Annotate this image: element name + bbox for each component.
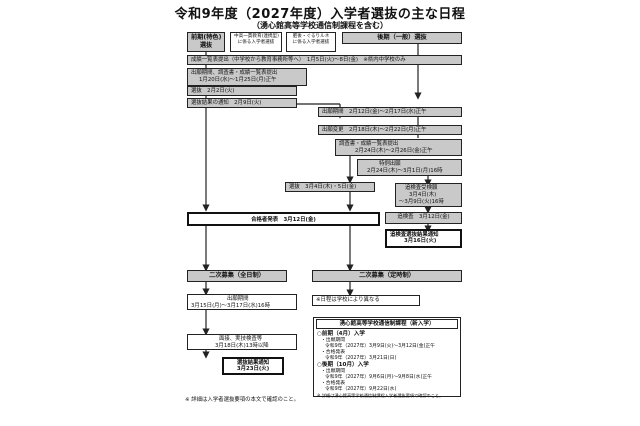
- special-apply-label: 特例出願: [379, 161, 401, 167]
- info-line: 令和9年（2027年）3月21日(日): [325, 356, 397, 361]
- retest-result-date: 3月16日(火): [404, 238, 437, 244]
- retest-result-label: 追検査選抜結果通知: [390, 232, 439, 238]
- early-result-step: 選抜結果の通知 2月9日(火): [187, 98, 297, 108]
- info-line: 令和9年（2027年）3月9日(火)～3月12日(金)正午: [325, 344, 435, 349]
- second-result-date: 3月23日(火): [236, 366, 270, 372]
- interview-label: 面接、実技検査等: [219, 336, 263, 342]
- interview-date: 3月18日(木)13時以降: [215, 343, 269, 349]
- early-apply-step: 出願期間、調査書・成績一覧表提出 1月20日(水)～1月25日(月)正午: [187, 68, 307, 86]
- grades-submission-step: 成績一覧表提出（中学校から教育事務所等へ） 1月5日(火)～8日(金) ※県内中…: [187, 55, 462, 65]
- retest-apply-step: 追検査受検願 3月4日(木) ～3月9日(火)16時: [395, 183, 462, 207]
- second-apply-dates: 3月15日(月)～3月17日(水)16時: [191, 303, 270, 309]
- late-docs-dates: 2月24日(木)～2月26日(金)正午: [355, 148, 433, 154]
- second-result-step: 選抜結果通知 3月23日(火): [222, 357, 284, 375]
- info-line: 令和9年（2027年）9月6日(月)～9月8日(水)正午: [325, 375, 432, 380]
- retest-result-step: 追検査選抜結果通知 3月16日(火): [385, 229, 462, 248]
- correspondence-info-heading: 湧心館高等学校通信制課程（新入学）: [316, 319, 458, 329]
- second-result-label: 選抜結果通知: [236, 360, 270, 366]
- footnote: ※ 詳細は入学者選抜要項の本文で確認のこと。: [185, 397, 300, 403]
- second-full-time-header: 二次募集（全日制）: [187, 270, 287, 282]
- correspondence-info-box: [313, 317, 461, 397]
- special-apply-step: 特例出願 2月24日(木)～3月1日(月)16時: [357, 159, 462, 176]
- early-selection-header: 前期(特色) 選抜: [187, 32, 225, 52]
- info-line: ・出願期間: [321, 338, 345, 343]
- retest-apply-label: 追検査受検願: [405, 185, 438, 191]
- info-line: ○前期（4月）入学: [317, 331, 365, 337]
- late-exam-step: 選抜 3月4日(木)・5日(金): [285, 182, 375, 192]
- page-subtitle: （湧心館高等学校通信制課程を含む）: [252, 21, 388, 30]
- late-selection-header: 後期（一般）選抜: [342, 32, 462, 44]
- late-apply-step: 出願期間 2月12日(金)～2月17日(水)正午: [318, 107, 462, 117]
- retest-apply-dates: 3月4日(木): [409, 192, 437, 198]
- page-title: 令和9年度（2027年度）入学者選抜の主な日程: [174, 7, 466, 22]
- integrated-selection-header: 中高一貫教育(連携型) に係る入学者選抜: [230, 32, 282, 52]
- late-docs-step: 調査書・成績一覧表提出 2月24日(木)～2月26日(金)正午: [335, 139, 462, 156]
- early-apply-label: 出願期間、調査書・成績一覧表提出: [191, 70, 278, 76]
- retest-apply-dates-end: ～3月9日(火)16時: [399, 199, 444, 205]
- second-apply-label: 出願期間: [227, 296, 249, 302]
- special-apply-dates: 2月24日(木)～3月1日(月)16時: [367, 168, 443, 174]
- info-line: ※ 詳細は湧心館高等学校通信制課程入学者選抜要項で確認のこと。: [317, 393, 444, 398]
- higo-selection-header: 肥後・ぐるりルネ に係る入学者選抜: [286, 32, 336, 52]
- interview-step: 面接、実技検査等 3月18日(木)13時以降: [187, 334, 297, 350]
- second-part-time-header: 二次募集（定時制）: [312, 270, 462, 282]
- info-line: ・合格発表: [321, 350, 345, 355]
- info-line: ・出願期間: [321, 369, 345, 374]
- late-change-step: 出願変更 2月18日(木)～2月22日(月)正午: [318, 125, 462, 135]
- retest-step: 追検査 3月12日(金): [385, 212, 462, 224]
- second-apply-step: 出願期間 3月15日(月)～3月17日(水)16時: [187, 294, 297, 310]
- early-apply-dates: 1月20日(水)～1月25日(月)正午: [199, 77, 277, 83]
- info-line: ○後期（10月）入学: [317, 362, 369, 368]
- late-docs-label: 調査書・成績一覧表提出: [339, 141, 399, 147]
- second-part-note: ※日程は学校により異なる: [312, 295, 420, 306]
- info-line: ・合格発表: [321, 381, 345, 386]
- pass-announcement-step: 合格者発表 3月12日(金): [187, 212, 380, 226]
- info-line: 令和9年（2027年）9月22日(水): [325, 387, 397, 392]
- early-exam-step: 選抜 2月2日(火): [187, 86, 297, 96]
